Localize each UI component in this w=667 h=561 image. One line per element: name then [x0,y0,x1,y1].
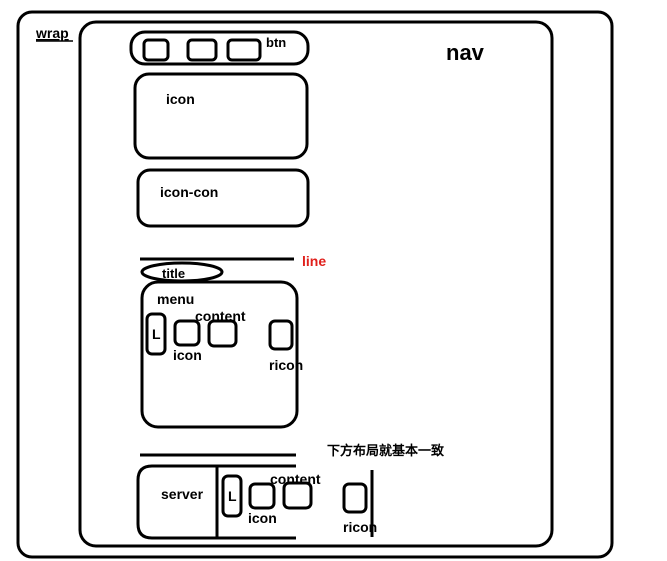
btn-box-2 [186,38,218,62]
btn-group [129,30,310,66]
menu-ricon-box [268,319,294,351]
server-ricon-box [342,482,368,514]
btn-box-1 [142,38,170,62]
server-ricon-label: ricon [343,519,377,535]
menu-box [140,280,299,429]
server-box [136,464,296,540]
server-l-label: L [228,488,237,504]
server-l-box [221,474,243,518]
line-label: line [302,253,326,269]
nav-frame [78,20,554,548]
menu-ricon-label: ricon [269,357,303,373]
menu-l-box [145,312,167,356]
btn-box-3 [226,38,262,62]
wrap-label: wrap [35,25,69,41]
menu-icon-box [173,319,201,347]
server-content-label: content [270,471,321,487]
note-text: 下方布局就基本一致 [327,443,445,458]
btn-label: btn [266,35,286,50]
nav-label: nav [446,40,485,65]
title-label: title [162,266,185,281]
icon-con-label: icon-con [160,184,218,200]
icon-con-box [136,168,310,228]
server-icon-box [248,482,276,510]
server-icon-label: icon [248,510,277,526]
server-content-box [282,481,313,510]
wrap-frame [16,10,614,559]
server-label: server [161,486,204,502]
menu-icon-label: icon [173,347,202,363]
menu-l-label: L [152,326,161,342]
menu-label: menu [157,291,194,307]
icon-box [133,72,309,160]
menu-content-box [207,319,238,348]
menu-content-label: content [195,308,246,324]
icon-box-label: icon [166,91,195,107]
